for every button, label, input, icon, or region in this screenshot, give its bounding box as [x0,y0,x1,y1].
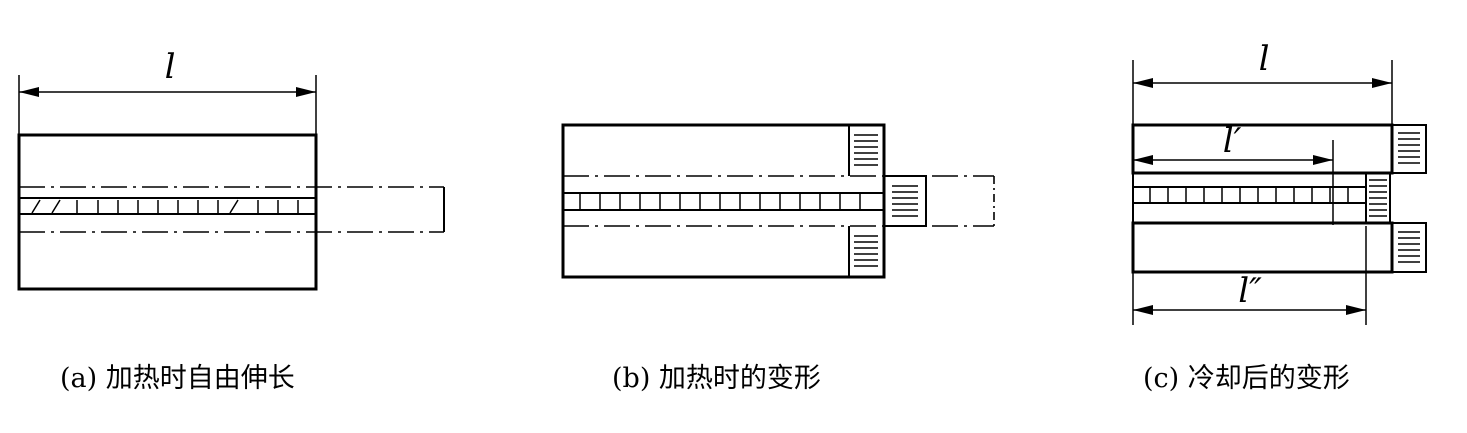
caption-b: (b) 加热时的变形 [612,363,821,394]
dimension-l: l [18,47,317,135]
hatch-bottom [848,226,878,277]
figure-c: l l′ l″ [1131,39,1427,394]
outer-plate [17,133,318,291]
figure-a: l (a) 加热时自由伸长 [17,47,445,394]
dimension-l-double-prime: l″ [1133,271,1366,315]
dimension-label-l-double-prime: l″ [1238,271,1262,311]
hatch-top [848,125,878,176]
dimension-label-l-prime: l′ [1223,121,1242,161]
caption-a: (a) 加热时自由伸长 [60,363,295,394]
free-extension-outline [19,186,445,233]
outer-plate [561,123,886,279]
dimension-l: l [1133,39,1392,88]
dimension-label-l: l [1259,39,1270,79]
figure-b: (b) 加热时的变形 [561,123,995,394]
top-plate [1131,123,1427,175]
free-extension-outline [563,175,995,227]
dimension-label-l: l [165,47,176,87]
bottom-plate [1131,221,1427,274]
dimension-l-prime: l′ [1133,121,1333,165]
middle-strip [1132,172,1391,224]
caption-c: (c) 冷却后的变形 [1143,363,1350,394]
weld-marks [31,199,299,214]
weld-marks [579,194,861,209]
protruding-strip [883,175,927,227]
